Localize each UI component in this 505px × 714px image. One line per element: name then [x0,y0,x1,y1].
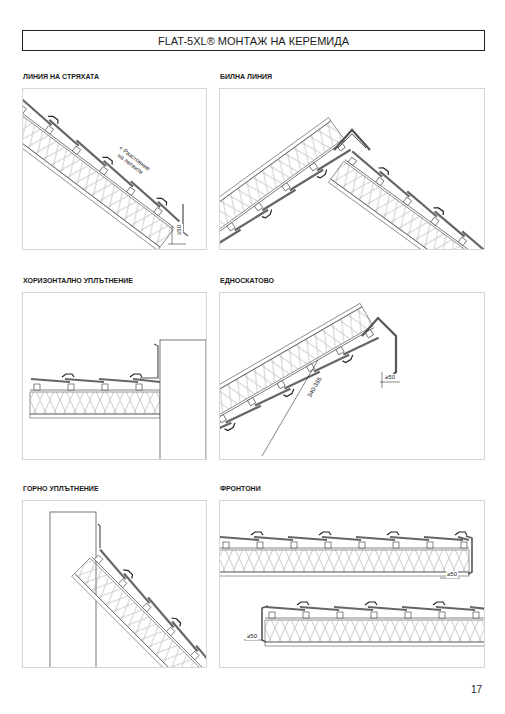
page-title: FLAT-5XL® МОНТАЖ НА КЕРЕМИДА [22,30,485,51]
page-number: 17 [470,684,483,695]
outline [380,372,400,388]
dimension-label: ≥50 [246,633,258,640]
panel-illustration [50,512,206,667]
roof-layers [72,545,206,667]
panel-heading: ХОРИЗОНТАЛНО УПЛЪТНЕНИЕ [23,277,133,284]
dimension-label: < Разстояние на летвите [110,142,155,180]
panel-illustration [30,340,206,459]
panel-heading: ФРОНТОНИ [220,485,261,492]
panel-illustration [23,95,188,249]
outline [262,360,318,456]
roof-layers [265,602,484,646]
detail-panel: ЕДНОСКАТОВО [219,292,485,460]
dimension-label: ≥50 [446,571,458,578]
outline [262,606,268,642]
panel-heading: БИЛНА ЛИНИЯ [220,73,272,80]
panel-illustration [220,303,400,456]
title-text: FLAT-5XL® МОНТАЖ НА КЕРЕМИДА [158,35,349,47]
outline [338,134,366,148]
panel-heading: ЛИНИЯ НА СТРЯХАТА [23,73,99,80]
roof-layers [23,95,184,249]
detail-panel: ГОРНО УПЛЪТНЕНИЕ [22,500,207,668]
outline [466,536,472,574]
outline [440,578,460,579]
dimension-label: ≥50 [176,224,183,236]
outline [98,524,100,548]
outline [244,640,262,641]
panel-illustration [220,118,484,249]
detail-panel: ФРОНТОНИ [219,500,485,668]
roof-layers [220,303,382,441]
roof-layers [220,532,469,576]
outline [362,318,396,376]
roof-layers [30,374,160,418]
outline [334,130,370,150]
outline [183,204,188,236]
outline [140,344,158,378]
panel-heading: ГОРНО УПЛЪТНЕНИЕ [23,485,99,492]
detail-panel: ХОРИЗОНТАЛНО УПЛЪТНЕНИЕ [22,292,207,460]
dimension-label: 340-365 [306,375,324,399]
detail-panel: БИЛНА ЛИНИЯ [219,88,485,250]
panel-illustration [220,532,484,646]
dimension-label: ≥50 [384,374,396,381]
panel-heading: ЕДНОСКАТОВО [220,277,274,284]
roof-layers [328,147,484,249]
